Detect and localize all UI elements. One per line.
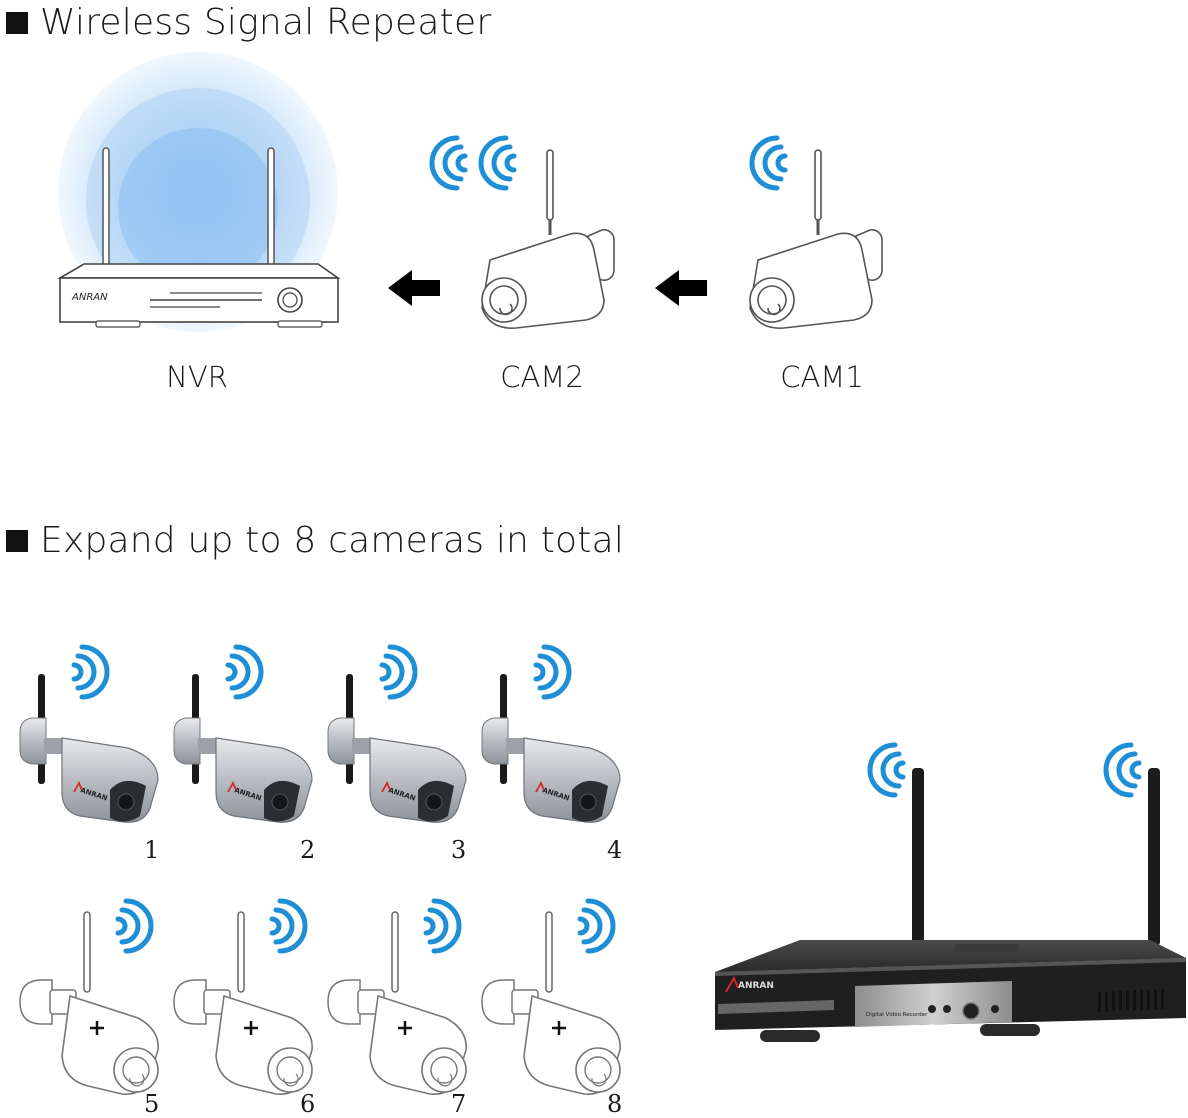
wifi-signal-icon [580,901,613,951]
camera-number: 7 [451,1090,467,1118]
cam2-illustration [432,138,616,330]
camera-number: 5 [144,1090,160,1118]
camera-number: 8 [607,1090,623,1118]
wifi-signal-icon [74,647,107,697]
arrow-left-icon [655,270,707,306]
nvr-brand-mark: ANRAN [738,981,774,991]
wifi-signal-icon [272,901,305,951]
camera-installed: ANRAN [173,647,313,823]
wifi-signal-icon [228,647,261,697]
section-title: Expand up to 8 cameras in total [40,520,625,561]
section-heading-expand: Expand up to 8 cameras in total [6,520,624,561]
wifi-signal-icon [536,647,569,697]
camera-number: 3 [451,836,467,864]
nvr-panel-text: Digital Video Recorder [866,1012,928,1018]
cam1-illustration [748,138,884,330]
nvr-brand-mark: ANRAN [71,292,108,303]
label-nvr: NVR [166,360,228,394]
camera-installed: ANRAN [481,647,621,823]
nvr-router: ANRAN [57,52,341,332]
arrow-left-icon [388,270,440,306]
label-cam1: CAM1 [780,360,864,394]
bullet-square-icon [6,529,28,552]
camera-optional [481,901,621,1095]
camera-optional [327,901,467,1095]
camera-number: 2 [300,836,316,864]
camera-optional [173,901,313,1095]
wifi-signal-icon [426,901,459,951]
camera-installed: ANRAN [19,647,159,823]
section-heading-repeater: Wireless Signal Repeater [6,2,491,43]
bullet-square-icon [6,11,28,34]
wifi-signal-icon [382,647,415,697]
label-cam2: CAM2 [500,360,584,394]
nvr-recorder: Digital Video Recorder ANRAN [715,745,1186,1042]
camera-installed: ANRAN [327,647,467,823]
section-title: Wireless Signal Repeater [40,2,492,43]
camera-number: 6 [300,1090,316,1118]
camera-number: 4 [607,836,623,864]
camera-optional [19,901,159,1095]
optional-camera-row [19,901,621,1095]
camera-number: 1 [144,836,160,864]
wifi-signal-icon [118,901,151,951]
